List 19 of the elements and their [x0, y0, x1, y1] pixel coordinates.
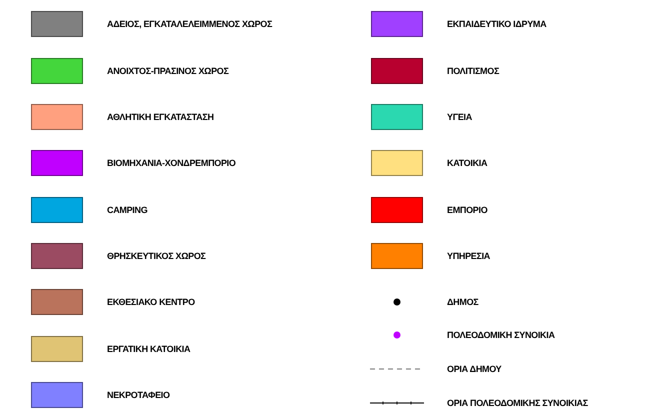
legend-label: ΘΡΗΣΚΕΥΤΙΚΟΣ ΧΩΡΟΣ: [107, 250, 206, 262]
legend-label: ΥΓΕΙΑ: [447, 111, 472, 123]
legend-label: ΔΗΜΟΣ: [447, 296, 478, 308]
legend-label: ΕΜΠΟΡΙΟ: [447, 204, 488, 216]
legend-label: ΕΚΘΕΣΙΑΚΟ ΚΕΝΤΡΟ: [107, 296, 195, 308]
legend-label: ΕΡΓΑΤΙΚΗ ΚΑΤΟΙΚΙΑ: [107, 343, 190, 355]
legend-label: ΒΙΟΜΗΧΑΝΙΑ-ΧΟΝΔΡΕΜΠΟΡΙΟ: [107, 157, 236, 169]
legend-label: ΥΠΗΡΕΣΙΑ: [447, 250, 490, 262]
legend-label: ΟΡΙΑ ΠΟΛΕΟΔΟΜΙΚΗΣ ΣΥΝΟΙΚΙΑΣ: [447, 397, 588, 409]
legend-label: ΝΕΚΡΟΤΑΦΕΙΟ: [107, 389, 170, 401]
legend-label: ΕΚΠΑΙΔΕΥΤΙΚΟ ΙΔΡΥΜΑ: [447, 18, 546, 30]
legend-label: CAMPING: [107, 204, 148, 216]
legend-label: ΠΟΛΙΤΙΣΜΟΣ: [447, 65, 500, 77]
legend-label: ΑΘΛΗΤΙΚΗ ΕΓΚΑΤΑΣΤΑΣΗ: [107, 111, 214, 123]
legend-label: ΑΔΕΙΟΣ, ΕΓΚΑΤΑΛΕΛΕΙΜΜΕΝΟΣ ΧΩΡΟΣ: [107, 18, 272, 30]
legend-label: ΟΡΙΑ ΔΗΜΟΥ: [447, 363, 502, 375]
legend-label: ΑΝΟΙΧΤΟΣ-ΠΡΑΣΙΝΟΣ ΧΩΡΟΣ: [107, 65, 229, 77]
legend-label: ΠΟΛΕΟΔΟΜΙΚΗ ΣΥΝΟΙΚΙΑ: [447, 329, 555, 341]
legend-label: ΚΑΤΟΙΚΙΑ: [447, 157, 488, 169]
